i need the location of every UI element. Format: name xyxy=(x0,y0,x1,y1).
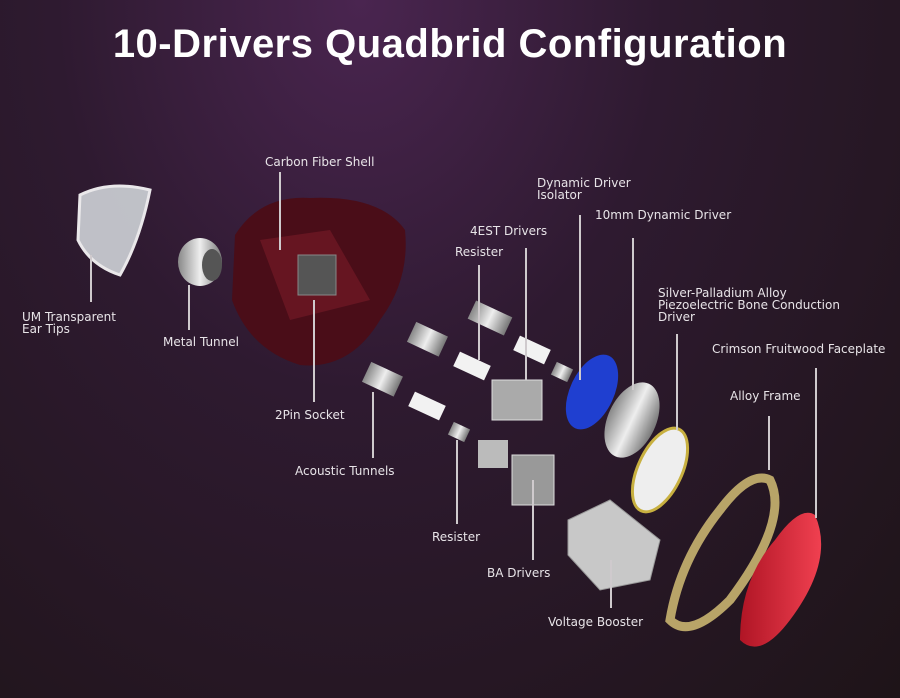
label-dynamic-driver: 10mm Dynamic Driver xyxy=(595,208,732,222)
label-ba-drivers: BA Drivers xyxy=(487,566,551,580)
leader-line xyxy=(676,334,678,430)
leader-line xyxy=(90,255,92,302)
label-faceplate: Crimson Fruitwood Faceplate xyxy=(712,342,886,356)
label-isolator-2: Isolator xyxy=(537,188,582,202)
label-acoustic-tunnels: Acoustic Tunnels xyxy=(295,464,395,478)
leader-line xyxy=(188,285,190,330)
leader-line xyxy=(456,440,458,524)
metal-tunnel xyxy=(178,238,222,286)
leader-line xyxy=(525,248,527,380)
label-ear-tips: UM Transparent xyxy=(22,310,116,324)
label-isolator: Dynamic Driver xyxy=(537,176,631,190)
ear-tip xyxy=(76,184,152,277)
label-2pin-socket: 2Pin Socket xyxy=(275,408,345,422)
bone-conduction-driver xyxy=(630,426,690,514)
label-carbon-fiber-shell: Carbon Fiber Shell xyxy=(265,155,375,169)
label-metal-tunnel: Metal Tunnel xyxy=(163,335,239,349)
leader-line xyxy=(579,215,581,380)
pin-socket xyxy=(297,254,337,296)
label-bone-conduction: Silver-Palladium Alloy xyxy=(658,286,787,300)
label-resister-top: Resister xyxy=(455,245,504,259)
ba-drivers xyxy=(478,440,555,506)
label-bone-conduction-2: Piezoelectric Bone Conduction xyxy=(658,298,840,312)
dynamic-driver xyxy=(604,382,660,458)
alloy-frame xyxy=(665,473,780,632)
leader-line xyxy=(279,172,281,250)
leader-line xyxy=(532,480,534,560)
leader-line xyxy=(815,368,817,518)
leader-line xyxy=(478,265,480,360)
leader-line xyxy=(610,560,612,608)
leader-line xyxy=(768,416,770,470)
dynamic-driver-isolator xyxy=(565,354,619,430)
label-ear-tips-2: Ear Tips xyxy=(22,322,70,336)
label-alloy-frame: Alloy Frame xyxy=(730,389,801,403)
resisters xyxy=(408,335,551,421)
page-title: 10-Drivers Quadbrid Configuration xyxy=(112,22,788,66)
leader-line xyxy=(372,392,374,458)
label-4est-drivers: 4EST Drivers xyxy=(470,224,548,238)
crimson-faceplate xyxy=(740,512,822,647)
label-voltage-booster: Voltage Booster xyxy=(548,615,644,629)
leader-line xyxy=(313,300,315,402)
est-drivers xyxy=(491,379,543,421)
voltage-booster xyxy=(567,499,661,591)
label-bone-conduction-3: Driver xyxy=(658,310,695,324)
label-resister-bottom: Resister xyxy=(432,530,481,544)
leader-line xyxy=(632,238,634,390)
